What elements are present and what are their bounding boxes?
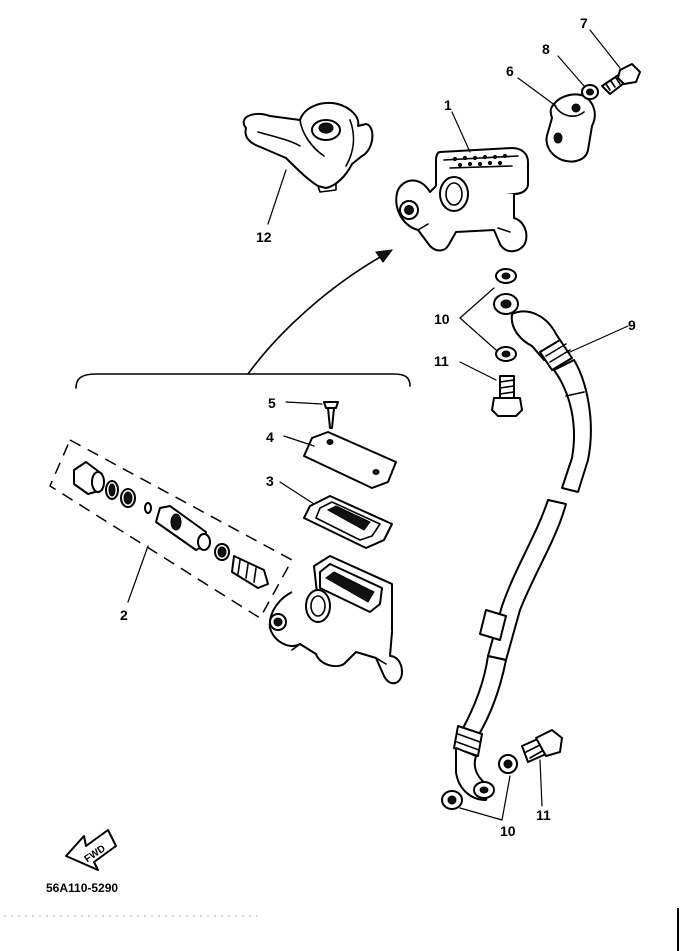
callout-11-top: 11: [434, 353, 449, 369]
callout-3: 3: [266, 473, 274, 489]
leader-1: [451, 111, 471, 153]
part-9-brake-hose: [453, 293, 592, 801]
fwd-direction-arrow: FWD: [65, 829, 117, 871]
callout-10-top: 10: [434, 311, 450, 327]
callout-6: 6: [506, 63, 514, 79]
part-5-screw: [323, 401, 339, 429]
callout-1: 1: [444, 97, 452, 113]
leader-9: [569, 325, 629, 353]
leader-2: [127, 545, 149, 603]
part-10-washer-top-b: [495, 346, 517, 362]
part-11-union-bolt-top: [491, 375, 523, 417]
assembly-arrow-head: [375, 249, 394, 263]
assembly-arrow-line: [247, 255, 383, 375]
callout-10-bottom: 10: [500, 823, 516, 839]
part-11-union-bolt-bottom: [521, 729, 563, 763]
part-10-washer-top-a: [495, 268, 517, 284]
leader-10-top: [459, 287, 497, 351]
leader-10-bottom: [459, 775, 511, 821]
part-code-label: 56A110-5290: [46, 881, 118, 895]
callout-12: 12: [256, 229, 272, 245]
callout-4: 4: [266, 429, 274, 445]
part-1-master-cylinder: [395, 147, 529, 253]
callout-7: 7: [580, 15, 588, 31]
assembly-bracket: [75, 373, 411, 389]
part-4-cover: [303, 431, 397, 489]
part-7-bolt: [601, 63, 641, 95]
callout-8: 8: [542, 41, 550, 57]
part-10-washer-bottom-b: [441, 790, 463, 810]
leader-4: [283, 435, 315, 447]
callout-11-bottom: 11: [536, 807, 551, 823]
leader-7: [589, 29, 621, 69]
part-12-holder: [242, 102, 374, 193]
part-3-diaphragm: [303, 495, 393, 549]
leader-12: [267, 169, 287, 225]
leader-6: [517, 77, 557, 107]
part-8-washer: [581, 84, 599, 100]
callout-5: 5: [268, 395, 276, 411]
callout-2: 2: [120, 607, 128, 623]
leader-11-top: [459, 361, 497, 381]
part-10-washer-bottom-a: [498, 754, 518, 774]
part-2-piston-kit: [49, 438, 294, 620]
leader-3: [279, 481, 315, 505]
master-cylinder-body-exploded: [268, 555, 403, 685]
reservoir-cap-dots: [452, 153, 508, 168]
callout-9: 9: [628, 317, 636, 333]
leader-5: [285, 401, 323, 405]
leader-11-bottom: [539, 759, 543, 807]
leader-8: [557, 55, 585, 87]
